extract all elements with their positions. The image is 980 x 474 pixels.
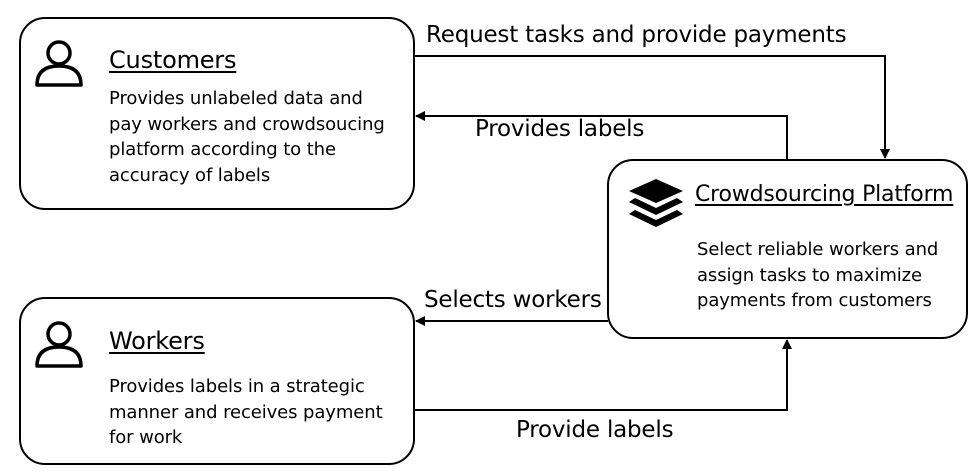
platform-desc-line: payments from customers [697,290,932,311]
platform-title: Crowdsourcing Platform [695,182,954,207]
platform-desc-line: Select reliable workers and [697,239,939,260]
workers-desc-line: manner and receives payment [109,401,383,423]
workers-desc-line: for work [109,427,183,448]
workers-box [19,297,415,465]
arrow-provide-labels-to-platform [414,339,792,411]
edge-label-selects-workers: Selects workers [424,287,602,313]
edge-label-provide-labels: Provide labels [516,417,674,443]
arrow-provides-labels-to-customers [415,111,788,160]
person-icon [35,40,83,87]
edge-label-provides-labels: Provides labels [475,116,645,142]
customers-desc-line: platform according to the [109,139,336,160]
customers-desc-line: accuracy of labels [109,164,271,186]
customers-box [19,17,415,210]
workers-description: Provides labels in a strategic manner an… [109,374,383,451]
arrow-request-tasks [414,55,890,159]
workers-title: Workers [109,327,205,355]
customers-description: Provides unlabeled data and pay workers … [109,86,385,188]
platform-desc-line: assign tasks to maximize [697,264,922,286]
customers-desc-line: pay workers and crowdsoucing [109,113,385,135]
customers-desc-line: Provides unlabeled data and [109,88,363,109]
person-icon [35,321,83,368]
edge-label-request-tasks: Request tasks and provide payments [426,22,847,48]
workers-desc-line: Provides labels in a strategic [109,376,365,397]
customers-title: Customers [109,46,237,74]
platform-description: Select reliable workers and assign tasks… [697,237,938,314]
layers-icon [629,179,683,227]
